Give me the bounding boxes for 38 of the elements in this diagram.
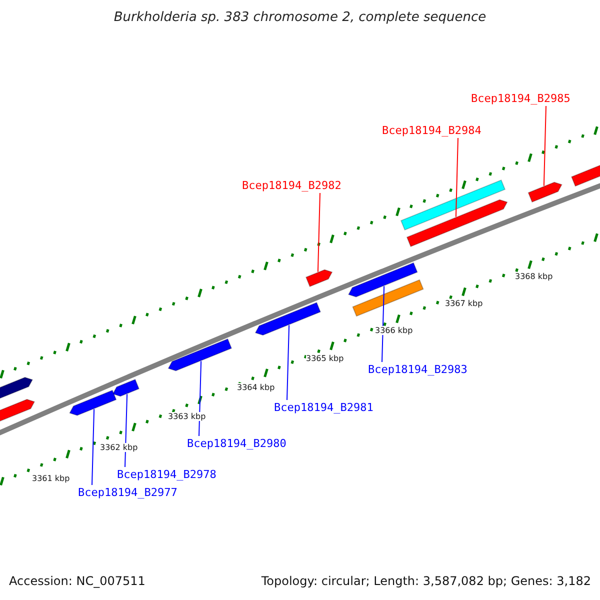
scale-label: 3363 kbp (168, 412, 206, 421)
leader-line (124, 394, 128, 468)
scale-label: 3362 kbp (100, 443, 138, 452)
gene-label: Bcep18194_B2978 (117, 468, 216, 481)
gene-feature (112, 378, 140, 397)
gene-feature (305, 269, 333, 288)
genome-summary-text: Topology: circular; Length: 3,587,082 bp; Genes: 3,182 (261, 574, 591, 588)
gene-feature (352, 279, 424, 317)
gene-feature (0, 398, 36, 424)
gene-feature (528, 182, 562, 203)
leader-line (92, 408, 95, 486)
gene-label: Bcep18194_B2983 (368, 363, 468, 376)
scale-label: 3366 kbp (375, 326, 413, 335)
scale-label: 3364 kbp (237, 383, 275, 392)
gene-feature (69, 390, 117, 416)
gene-feature (570, 164, 600, 187)
title: Burkholderia sp. 383 chromosome 2, complete sequence (112, 10, 488, 25)
scale-label: 3365 kbp (306, 354, 344, 363)
scale-label: 3367 kbp (445, 299, 483, 308)
gene-feature (400, 179, 506, 231)
scale-label: 3368 kbp (515, 272, 553, 281)
leader-line (543, 106, 546, 186)
gene-feature (254, 302, 322, 336)
accession-text: Accession: NC_007511 (9, 574, 146, 588)
gene-feature (406, 199, 508, 248)
leader-line (286, 324, 290, 400)
gene-label: Bcep18194_B2977 (78, 486, 178, 499)
gene-label: Bcep18194_B2982 (242, 179, 342, 192)
leader-line (382, 286, 385, 362)
gene-feature (348, 262, 418, 298)
leader-line (198, 360, 202, 436)
gene-label: Bcep18194_B2981 (274, 401, 374, 414)
gene-feature (168, 338, 232, 372)
leader-line (317, 192, 320, 272)
scale-label: 3361 kbp (32, 474, 70, 483)
gene-label: Bcep18194_B2985 (471, 92, 570, 105)
gene-label: Bcep18194_B2980 (187, 437, 286, 450)
gene-label: Bcep18194_B2984 (382, 124, 482, 137)
